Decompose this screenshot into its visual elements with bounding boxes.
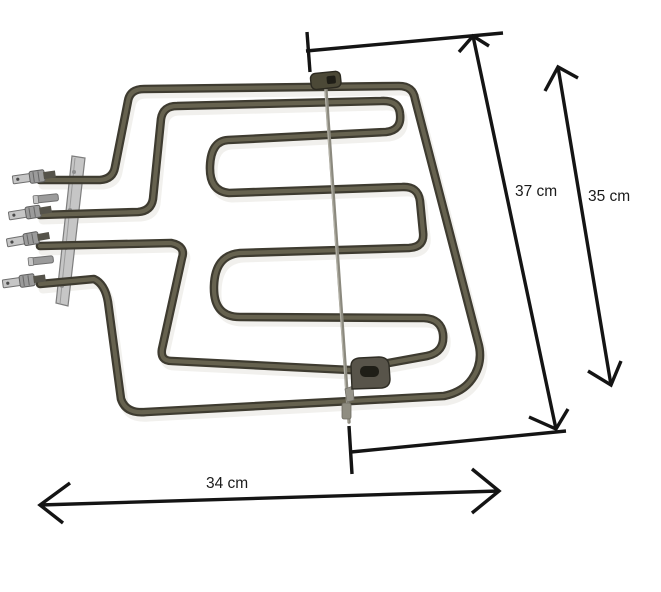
dim-label-35cm: 35 cm <box>588 188 630 205</box>
dimension-arrow-34cm <box>37 467 502 525</box>
dimension-line-35cm <box>543 64 623 388</box>
terminal-connector <box>6 231 50 248</box>
mounting-stud <box>32 193 59 205</box>
mounting-stud <box>27 255 54 267</box>
top-reference-line <box>305 31 504 73</box>
bottom-reference-line <box>347 425 567 475</box>
terminal-connector <box>1 273 46 289</box>
terminal-connector <box>7 204 52 221</box>
rod-bottom-clip <box>341 402 352 420</box>
mounting-tab <box>344 356 391 403</box>
support-rod <box>323 74 351 424</box>
support-rod-clip <box>309 70 342 91</box>
dim-label-34cm: 34 cm <box>206 475 248 492</box>
dim-label-37cm: 37 cm <box>515 183 557 200</box>
terminal-connector <box>11 169 56 185</box>
dimension-line-37cm <box>457 33 570 432</box>
